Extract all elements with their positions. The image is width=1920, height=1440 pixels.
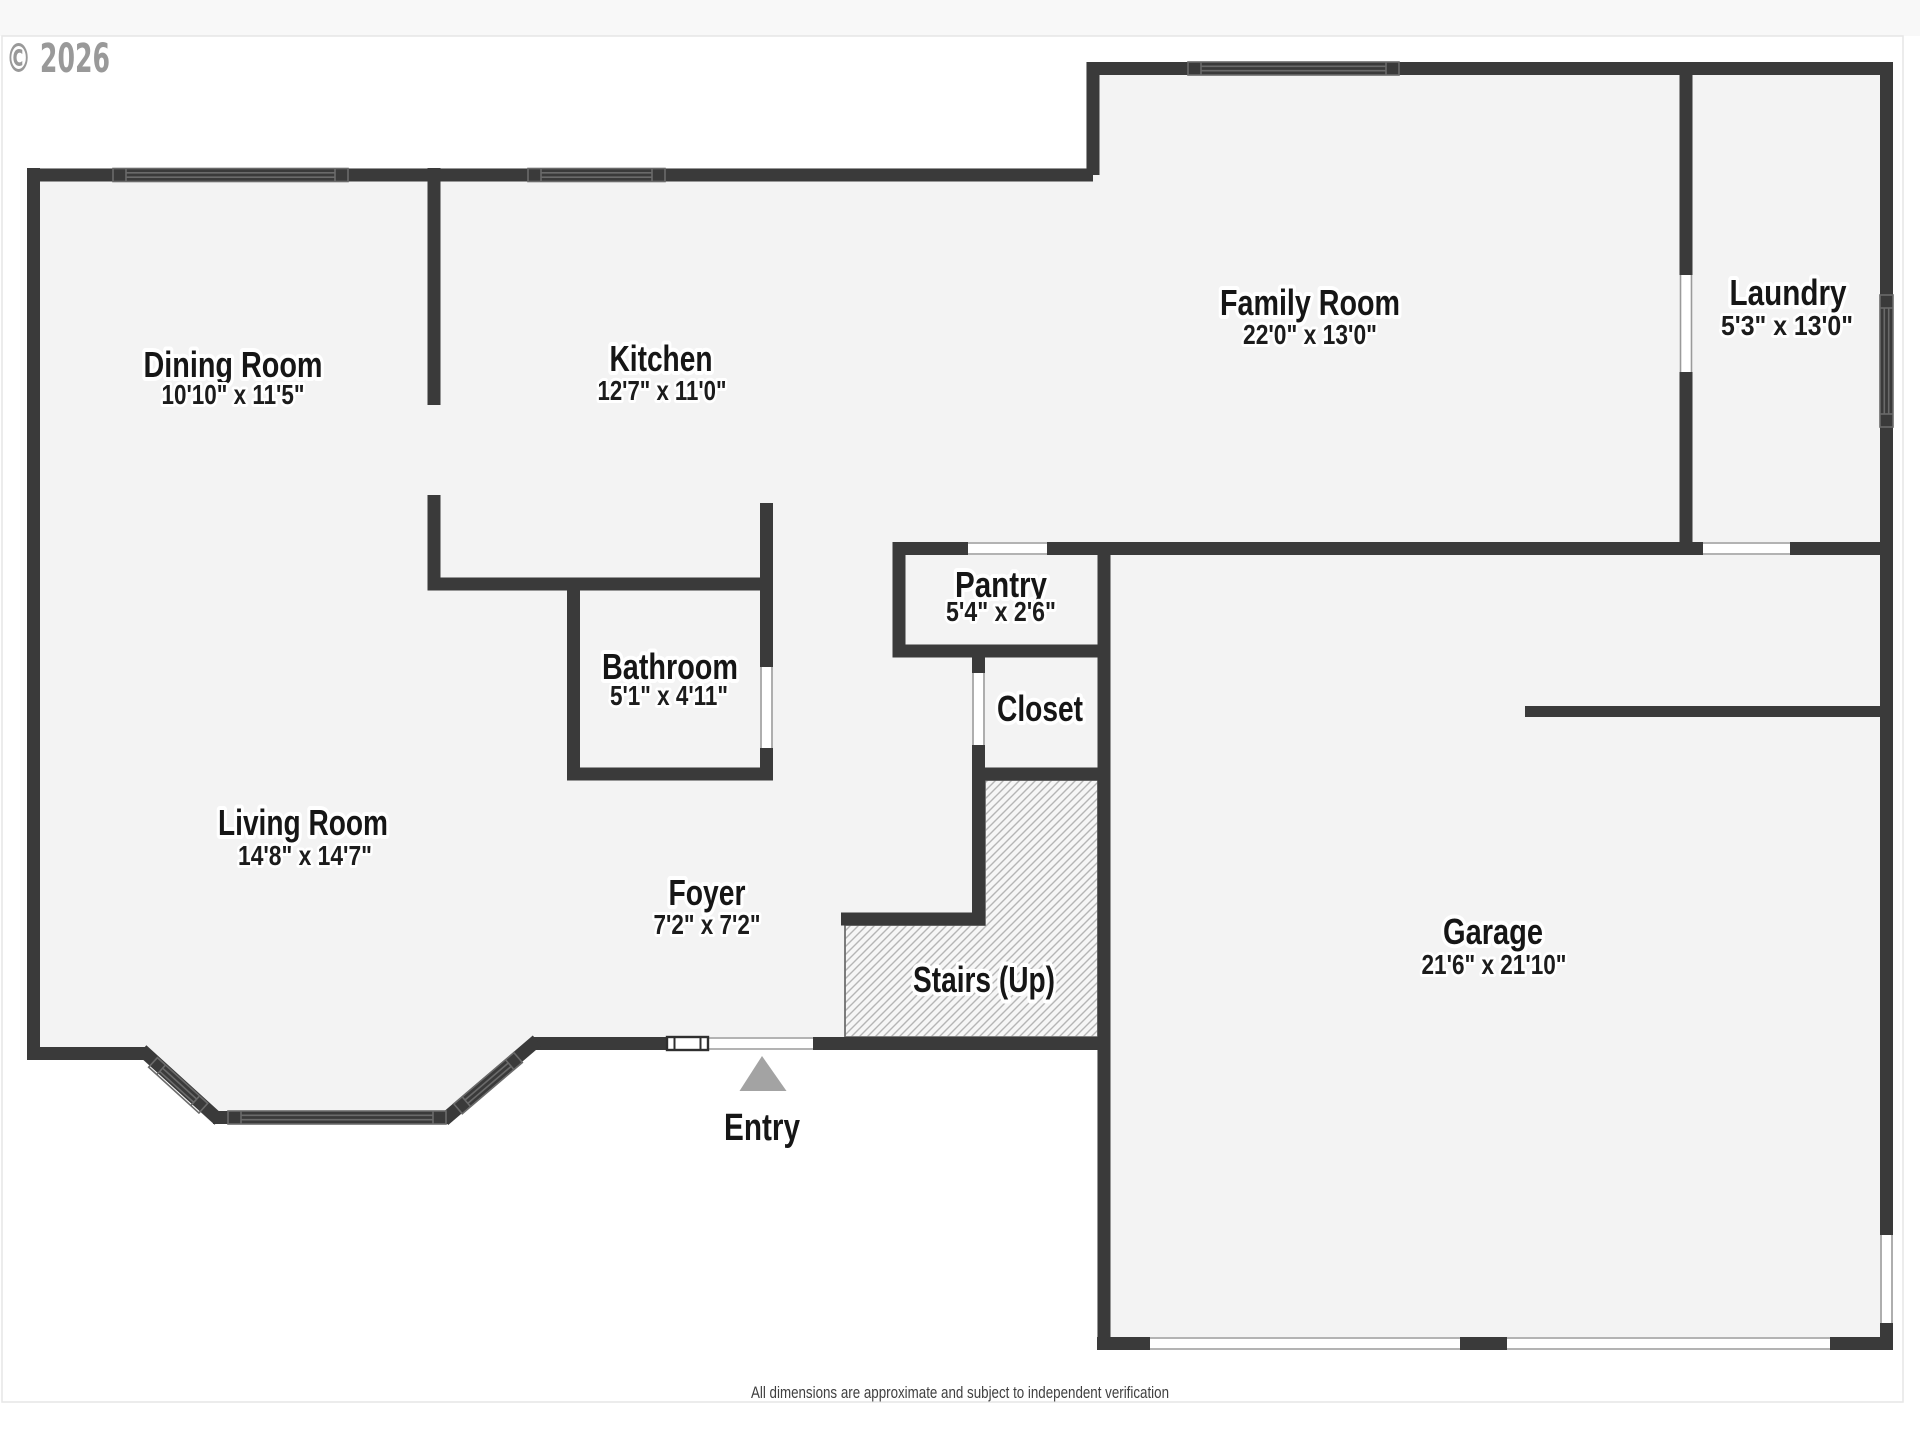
dining-window	[112, 167, 349, 183]
room-labels: Dining Room 10'10" x 11'5" Kitchen 12'7"…	[140, 268, 1857, 1153]
room-label-laundry: Laundry	[1730, 272, 1847, 313]
family-room-window	[1187, 61, 1400, 76]
room-label-foyer: Foyer	[669, 872, 746, 913]
room-dims-bathroom: 5'1" x 4'11"	[610, 680, 728, 711]
entry-door	[665, 1035, 710, 1052]
laundry-door-opening	[1703, 542, 1790, 555]
room-label-living: Living Room	[218, 802, 388, 843]
room-dims-garage: 21'6" x 21'10"	[1422, 949, 1567, 980]
room-dims-pantry: 5'4" x 2'6"	[946, 596, 1056, 627]
room-label-entry: Entry	[724, 1107, 800, 1149]
copyright-watermark: © 2026	[6, 36, 110, 82]
entry-opening	[708, 1037, 813, 1050]
bathroom-door-opening	[760, 667, 773, 748]
garage-door-opening-1	[1150, 1337, 1460, 1350]
kitchen-window	[527, 167, 666, 183]
door-openings	[708, 275, 1893, 1350]
bay-window-right	[452, 1051, 524, 1115]
room-dims-family: 22'0" x 13'0"	[1243, 319, 1377, 350]
family-laundry-door-opening	[1679, 275, 1693, 372]
room-label-garage: Garage	[1443, 911, 1543, 952]
room-dims-living: 14'8" x 14'7"	[238, 840, 372, 871]
room-label-pantry: Pantry	[955, 564, 1047, 605]
garage-side-door-opening	[1880, 1235, 1893, 1323]
room-dims-kitchen: 12'7" x 11'0"	[598, 375, 727, 406]
garage-door-opening-2	[1507, 1337, 1830, 1350]
room-dims-laundry: 5'3" x 13'0"	[1721, 310, 1853, 341]
page-top-strip	[0, 0, 1920, 36]
bay-window-center	[227, 1110, 447, 1125]
footer-disclaimer: All dimensions are approximate and subje…	[751, 1383, 1169, 1402]
pantry-door-opening	[968, 542, 1047, 555]
room-dims-foyer: 7'2" x 7'2"	[654, 909, 761, 940]
house-floor	[27, 62, 1893, 1350]
room-label-bathroom: Bathroom	[602, 646, 738, 687]
room-label-kitchen: Kitchen	[610, 338, 713, 379]
closet-door-opening	[972, 673, 985, 745]
room-label-stairs: Stairs (Up)	[913, 959, 1055, 1000]
room-label-dining: Dining Room	[144, 344, 323, 385]
laundry-window	[1879, 294, 1894, 428]
entry-marker-triangle	[739, 1056, 787, 1091]
room-label-family: Family Room	[1220, 282, 1400, 323]
windows	[112, 61, 1894, 1125]
bay-window-left	[147, 1056, 209, 1115]
room-label-closet: Closet	[997, 688, 1083, 729]
room-dims-dining: 10'10" x 11'5"	[162, 379, 305, 410]
